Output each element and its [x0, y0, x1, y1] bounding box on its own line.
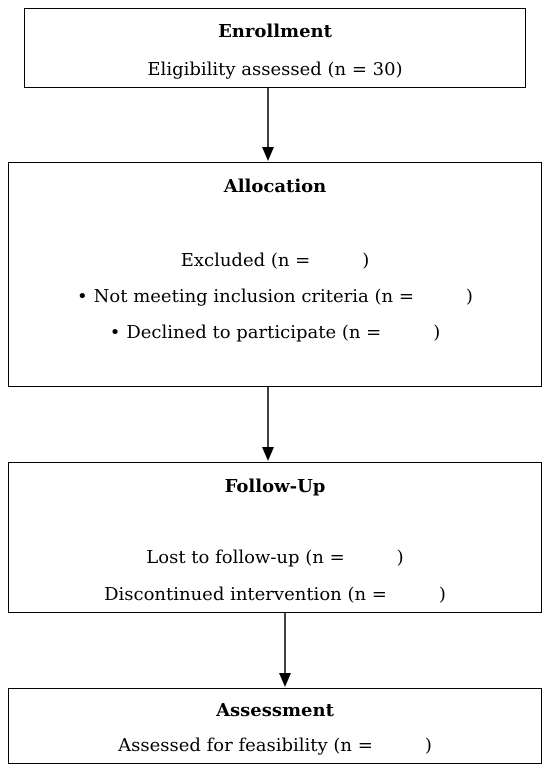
declined-close: ) [433, 322, 441, 343]
follow-up-title: Follow-Up [224, 476, 326, 497]
discontinued-label: Discontinued intervention (n = [104, 584, 387, 605]
not-meeting-criteria-label: Not meeting inclusion criteria (n = [93, 286, 414, 307]
enrollment-title: Enrollment [218, 21, 332, 42]
excluded-close: ) [362, 250, 370, 271]
assessed-for-feasibility-line: Assessed for feasibility (n =) [9, 736, 541, 756]
discontinued-close: ) [438, 584, 446, 605]
assessment-title: Assessment [216, 700, 334, 721]
follow-up-box: Follow-Up Lost to follow-up (n =) Discon… [8, 462, 542, 613]
arrow-follow-up-to-assessment [279, 613, 291, 687]
arrow-enrollment-to-allocation [262, 88, 274, 161]
lost-close: ) [396, 547, 404, 568]
allocation-title: Allocation [223, 176, 327, 197]
bullet-icon: • [109, 322, 121, 343]
not-meeting-close: ) [465, 286, 473, 307]
allocation-box: Allocation Excluded (n =) •Not meeting i… [8, 162, 542, 387]
bullet-icon: • [77, 286, 88, 307]
lost-to-follow-up-line: Lost to follow-up (n =) [9, 548, 541, 568]
bullet-not-meeting-criteria: •Not meeting inclusion criteria (n =) [9, 287, 541, 307]
assessment-box: Assessment Assessed for feasibility (n =… [8, 688, 542, 764]
arrow-allocation-to-follow-up [262, 387, 274, 461]
lost-label: Lost to follow-up (n = [146, 547, 345, 568]
feasibility-label: Assessed for feasibility (n = [118, 735, 373, 756]
discontinued-line: Discontinued intervention (n =) [9, 585, 541, 605]
feasibility-close: ) [424, 735, 432, 756]
bullet-declined: •Declined to participate (n =) [9, 323, 541, 343]
enrollment-box: Enrollment Eligibility assessed (n = 30) [24, 8, 526, 88]
excluded-label: Excluded (n = [180, 250, 311, 271]
eligibility-assessed-text: Eligibility assessed (n = 30) [147, 59, 403, 80]
declined-label: Declined to participate (n = [126, 322, 382, 343]
excluded-line: Excluded (n =) [9, 251, 541, 271]
